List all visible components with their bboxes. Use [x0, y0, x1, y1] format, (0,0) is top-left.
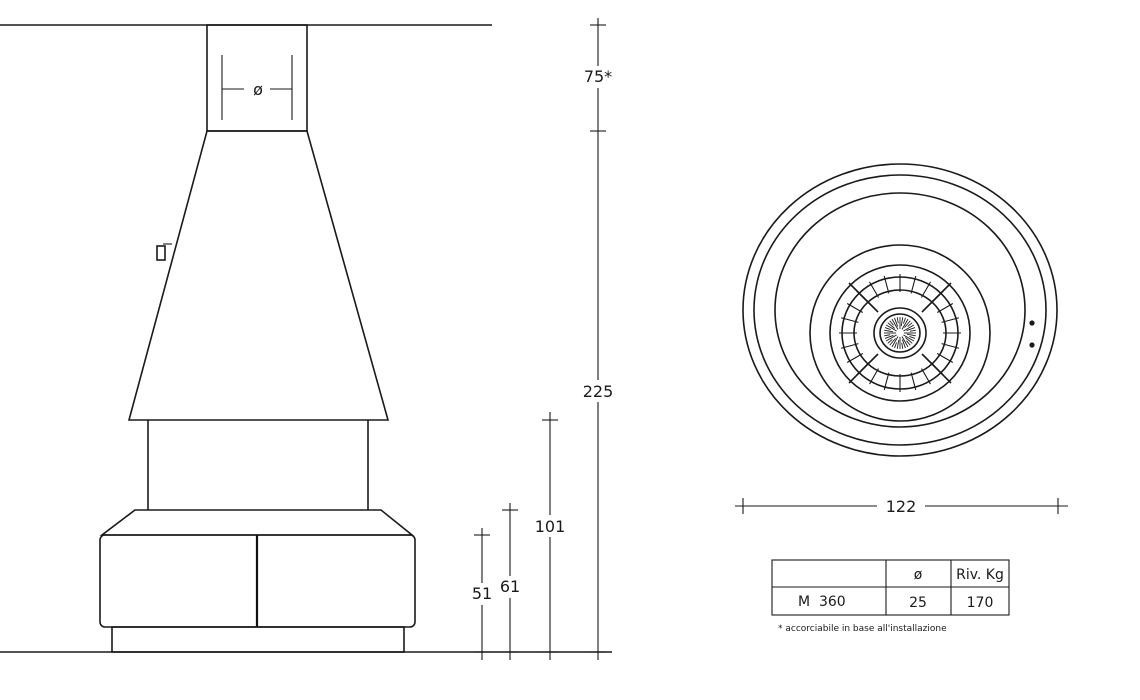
grate-tick [846, 303, 864, 313]
flue-hatch-line [901, 318, 909, 330]
flue-hatch-line [902, 317, 906, 324]
table-header-diameter: ø [914, 567, 923, 583]
flue-hatch-line [884, 327, 891, 331]
plan-view [742, 163, 1058, 457]
flue-hatch-line [901, 339, 906, 349]
flue-hatch-line [891, 318, 899, 330]
hood-cone [127, 130, 390, 421]
flue-hatch-line [885, 324, 897, 332]
dimension-main: 75* 225 [575, 18, 621, 660]
flue-hatch-line [894, 317, 899, 327]
table-cell-model: M 360 [798, 594, 846, 610]
table-header-weight: Riv. Kg [956, 567, 1004, 583]
dimension-opening: 101 [530, 412, 570, 660]
hearth-top [99, 509, 415, 536]
table-cell-weight: 170 [967, 595, 994, 611]
flue-hatch-line [891, 336, 899, 348]
grate-tick [921, 368, 931, 385]
flue-hatching [884, 317, 916, 349]
grate-tick [941, 317, 960, 323]
flue-hatch-line [909, 329, 916, 332]
flue-hatch-line [906, 327, 916, 332]
plinth [111, 626, 405, 653]
grate-tick [846, 353, 864, 363]
flue-hatch-line [904, 320, 911, 328]
footnote: * accorciabile in base all'installazione [778, 624, 947, 634]
grate-tick [921, 281, 931, 298]
flue-hatch-line [884, 329, 894, 333]
grate-tick [936, 353, 954, 363]
outer-rim [742, 163, 1058, 457]
grate-tick [869, 368, 879, 385]
grate-tick [856, 361, 870, 376]
flue-hatch-line [909, 335, 916, 339]
table-cell-diameter: 25 [909, 595, 927, 611]
flue-hatch-line [903, 324, 915, 332]
grate-tick [840, 343, 859, 349]
flue-hatch-line [906, 333, 916, 337]
dim-opening-top: 101 [535, 517, 566, 536]
flue-hatch-line [903, 334, 915, 342]
rim-inner [753, 174, 1047, 446]
hood-inner [829, 264, 971, 402]
grate-tick [883, 372, 890, 391]
flue-hatch-line [889, 320, 894, 326]
flue-hatch-line [884, 334, 891, 337]
flue-hatch-line [905, 337, 913, 344]
grate-tick [869, 281, 879, 298]
flue-hatch-line [887, 322, 895, 329]
dimension-base-51: 51 [468, 528, 496, 660]
flue-diameter-dimension: ø [221, 55, 293, 120]
flue-hatch-line [889, 338, 896, 346]
flue-hatch-line [906, 340, 911, 346]
knob-icon [1029, 320, 1035, 326]
flue-hatch-line [907, 322, 913, 327]
flue-hatch-line [894, 342, 898, 349]
side-elevation: ø [0, 24, 612, 653]
grate-tick [910, 372, 917, 391]
dimension-base-61: 61 [496, 503, 524, 660]
knob-icon [1029, 342, 1035, 348]
flue-hatch-line [884, 334, 894, 339]
grate-tick [941, 343, 960, 349]
grate-tick [936, 303, 954, 313]
flue-hatch-line [887, 339, 893, 344]
dim-base-51: 51 [472, 584, 492, 603]
flue-hatch-line [901, 336, 909, 348]
grate-tick [910, 275, 917, 294]
dim-total-height: 225 [583, 382, 614, 401]
grate-tick [883, 275, 890, 294]
flue-outer [873, 307, 927, 359]
flue-hatch-line [896, 317, 899, 324]
hood-outline [809, 244, 991, 422]
grate-tick [930, 290, 944, 305]
grate-ticks [839, 274, 961, 392]
diameter-symbol: ø [253, 80, 263, 99]
grate-tick [856, 290, 870, 305]
dim-top-clearance: 75* [584, 67, 612, 86]
hearth-ring [774, 192, 1026, 428]
flue-hatch-line [896, 339, 900, 349]
dimension-width: 122 [735, 495, 1068, 517]
grate-tick [840, 317, 859, 323]
flue-inner [879, 313, 921, 353]
flue-hatch-line [901, 342, 904, 349]
dim-base-61: 61 [500, 577, 520, 596]
flue-hatch-line [885, 334, 897, 342]
damper-handle [156, 243, 172, 261]
flue-hatch-line [900, 317, 904, 327]
spec-table: ø Riv. Kg M 360 25 170 * accorciabile in… [771, 559, 1010, 634]
grate-tick [930, 361, 944, 376]
dim-width: 122 [886, 497, 917, 516]
